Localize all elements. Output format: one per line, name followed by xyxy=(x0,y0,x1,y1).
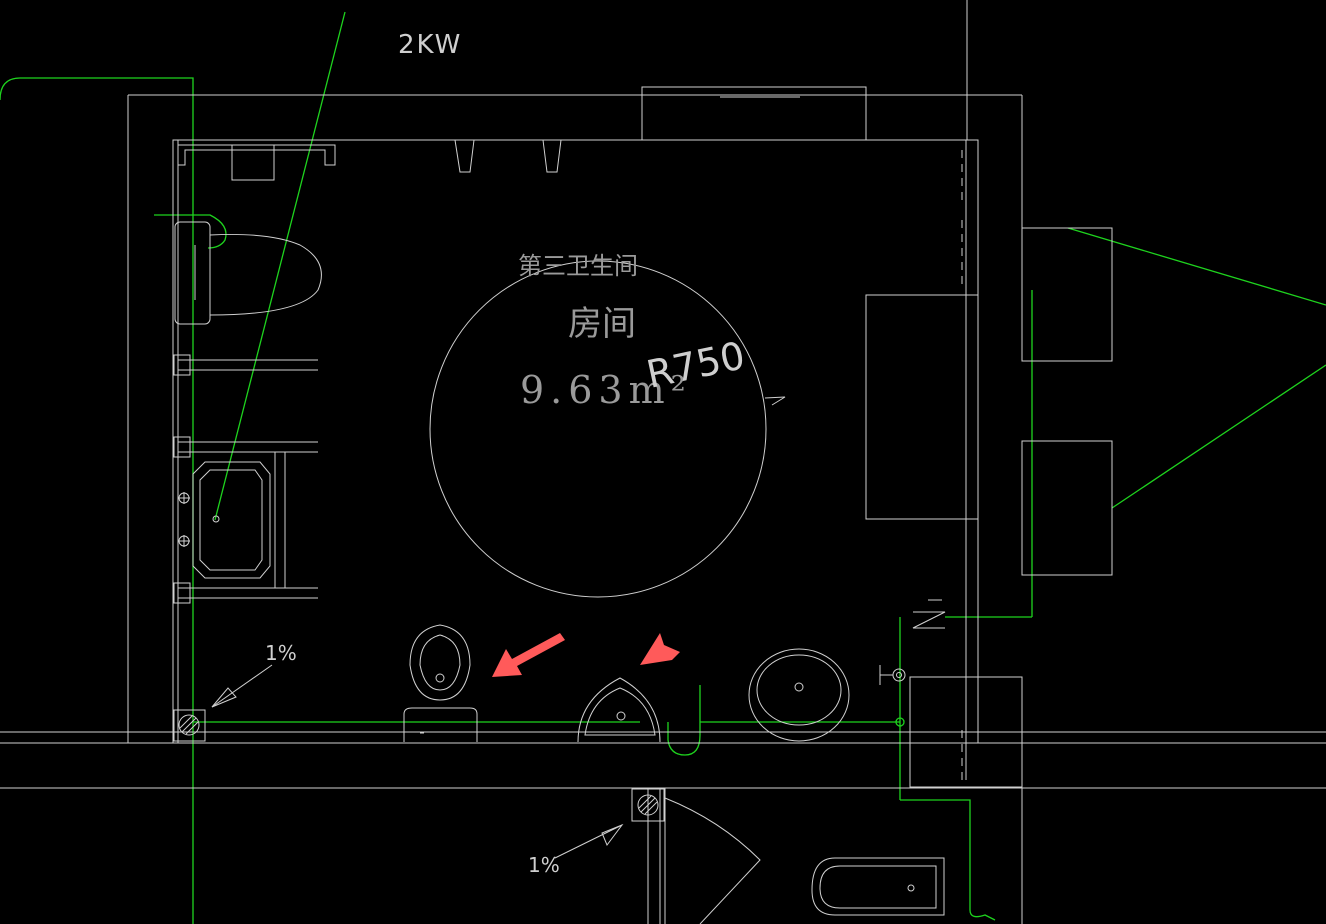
urinal xyxy=(403,624,478,742)
radius-label: R750 xyxy=(643,333,749,397)
power-label: 2KW xyxy=(398,30,462,60)
slope-label-upper: 1% xyxy=(265,641,297,665)
room-name-label: 第三卫生间 xyxy=(518,252,638,280)
bathtub-lower xyxy=(811,857,945,916)
highlight-arrows xyxy=(492,633,680,677)
washbasin xyxy=(748,648,850,742)
squat-pan xyxy=(577,677,661,743)
valve xyxy=(879,599,946,685)
slope-arrows xyxy=(211,664,624,859)
highlight-arrow-left xyxy=(492,633,565,677)
room-type-label: 房间 xyxy=(568,304,636,344)
bathtub xyxy=(178,461,271,579)
radius-circle xyxy=(429,260,786,598)
room-area-label: 9.63m² xyxy=(520,368,692,412)
highlight-arrow-right xyxy=(640,633,680,665)
slope-label-lower: 1% xyxy=(528,853,560,877)
floor-drain xyxy=(173,709,665,822)
pipe-lines xyxy=(0,11,1326,924)
toilet xyxy=(174,221,322,325)
